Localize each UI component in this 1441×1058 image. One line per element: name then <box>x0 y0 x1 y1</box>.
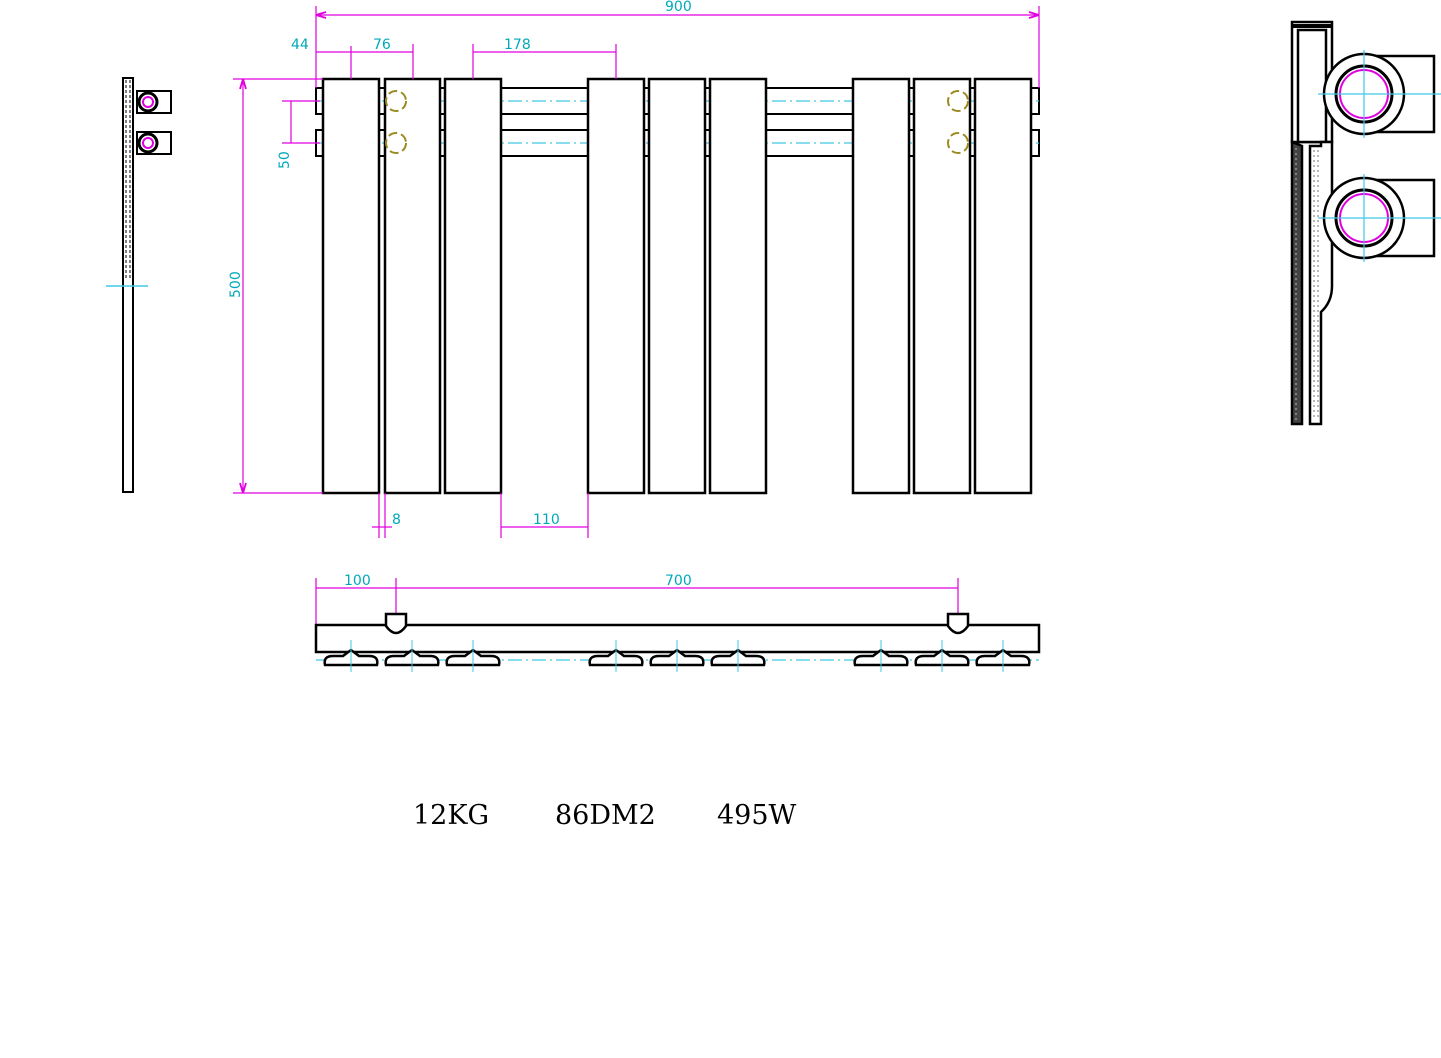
radiator-panels <box>321 77 1033 495</box>
dimension-labels: 900 44 76 178 500 50 8 110 <box>228 0 692 528</box>
front-view <box>315 77 1040 495</box>
panel-profiles <box>323 648 1031 667</box>
panel-8 <box>912 77 972 495</box>
dim-overall-width: 900 <box>665 0 692 15</box>
dim-connection-spacing: 50 <box>277 151 293 169</box>
wall-bracket <box>946 612 970 635</box>
spec-area: 86DM2 <box>555 800 656 831</box>
dim-height: 500 <box>228 271 244 298</box>
wall-bracket <box>384 612 408 635</box>
dim-panel-pitch: 76 <box>373 37 391 53</box>
dim-bracket-offset: 100 <box>344 573 371 589</box>
panel-7 <box>851 77 911 495</box>
spec-power: 495W <box>717 800 797 831</box>
detail-section-view <box>1290 20 1441 426</box>
panel-4 <box>586 77 646 495</box>
dim-group-spacing: 178 <box>504 37 531 53</box>
panel-5 <box>647 77 707 495</box>
panel-1 <box>321 77 381 495</box>
dim-panel-gap: 8 <box>392 512 401 528</box>
dim-group-gap: 110 <box>533 512 560 528</box>
side-view-left <box>106 77 172 493</box>
dim-bracket-spacing: 700 <box>665 573 692 589</box>
spec-values: 12KG 86DM2 495W <box>413 800 797 831</box>
panel-3 <box>443 77 503 495</box>
panel-9 <box>973 77 1033 495</box>
spec-weight: 12KG <box>413 800 489 831</box>
panel-2 <box>383 77 442 495</box>
panel-6 <box>708 77 768 495</box>
top-view: 100 700 <box>314 573 1041 672</box>
dim-edge-offset: 44 <box>291 37 309 53</box>
fitting-circles <box>385 90 969 154</box>
dimension-lines <box>233 6 1040 538</box>
